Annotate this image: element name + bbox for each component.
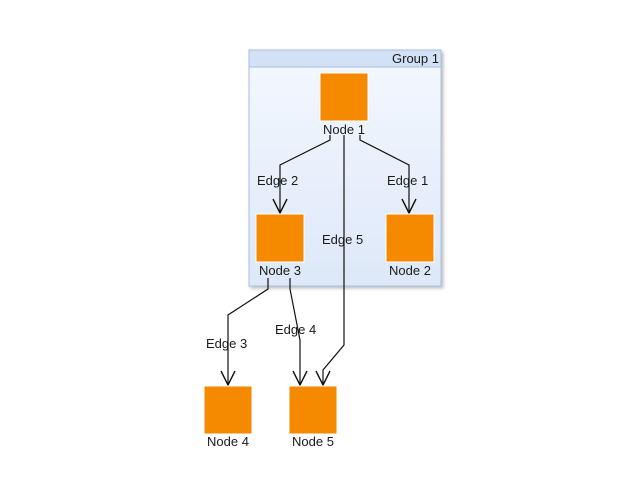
edge-1-line bbox=[359, 135, 410, 213]
edge-2-arrowhead bbox=[272, 198, 288, 215]
edges bbox=[220, 135, 417, 387]
edge-1-label: Edge 1 bbox=[387, 173, 428, 188]
edge-4[interactable] bbox=[289, 278, 308, 387]
node-4[interactable]: Node 4 bbox=[203, 385, 253, 449]
edge-2[interactable] bbox=[272, 135, 331, 215]
edge-1[interactable] bbox=[359, 135, 417, 215]
edge-5-arrowhead bbox=[315, 370, 331, 387]
node-1[interactable]: Node 1 bbox=[319, 72, 369, 137]
group-1-label: Group 1 bbox=[392, 51, 439, 66]
edge-2-line bbox=[279, 135, 331, 213]
nodes: Node 1 Node 2 Node 3 Node 4 Node 5 bbox=[203, 72, 435, 449]
node-5-box bbox=[288, 385, 338, 435]
edge-4-arrowhead bbox=[292, 370, 308, 387]
node-2-label: Node 2 bbox=[389, 263, 431, 278]
edge-5[interactable] bbox=[315, 135, 345, 387]
node-2[interactable]: Node 2 bbox=[385, 213, 435, 278]
node-2-box bbox=[385, 213, 435, 263]
edge-3-arrowhead bbox=[220, 370, 236, 387]
edge-4-line bbox=[289, 278, 301, 385]
edge-3[interactable] bbox=[220, 278, 269, 387]
node-4-box bbox=[203, 385, 253, 435]
node-3[interactable]: Node 3 bbox=[255, 213, 305, 278]
node-5-label: Node 5 bbox=[292, 434, 334, 449]
node-3-label: Node 3 bbox=[259, 263, 301, 278]
node-5[interactable]: Node 5 bbox=[288, 385, 338, 449]
edge-labels: Edge 1 Edge 2 Edge 5 Edge 3 Edge 4 bbox=[206, 173, 428, 351]
edge-2-label: Edge 2 bbox=[257, 173, 298, 188]
node-1-box bbox=[319, 72, 369, 122]
edge-5-label: Edge 5 bbox=[322, 232, 363, 247]
group-1-header bbox=[248, 49, 442, 68]
node-1-label: Node 1 bbox=[323, 122, 365, 137]
edge-4-label: Edge 4 bbox=[275, 322, 316, 337]
edge-3-line bbox=[227, 278, 269, 385]
node-4-label: Node 4 bbox=[207, 434, 249, 449]
edge-1-arrowhead bbox=[401, 198, 417, 215]
edge-5-line bbox=[322, 135, 345, 385]
edge-3-label: Edge 3 bbox=[206, 336, 247, 351]
node-3-box bbox=[255, 213, 305, 263]
